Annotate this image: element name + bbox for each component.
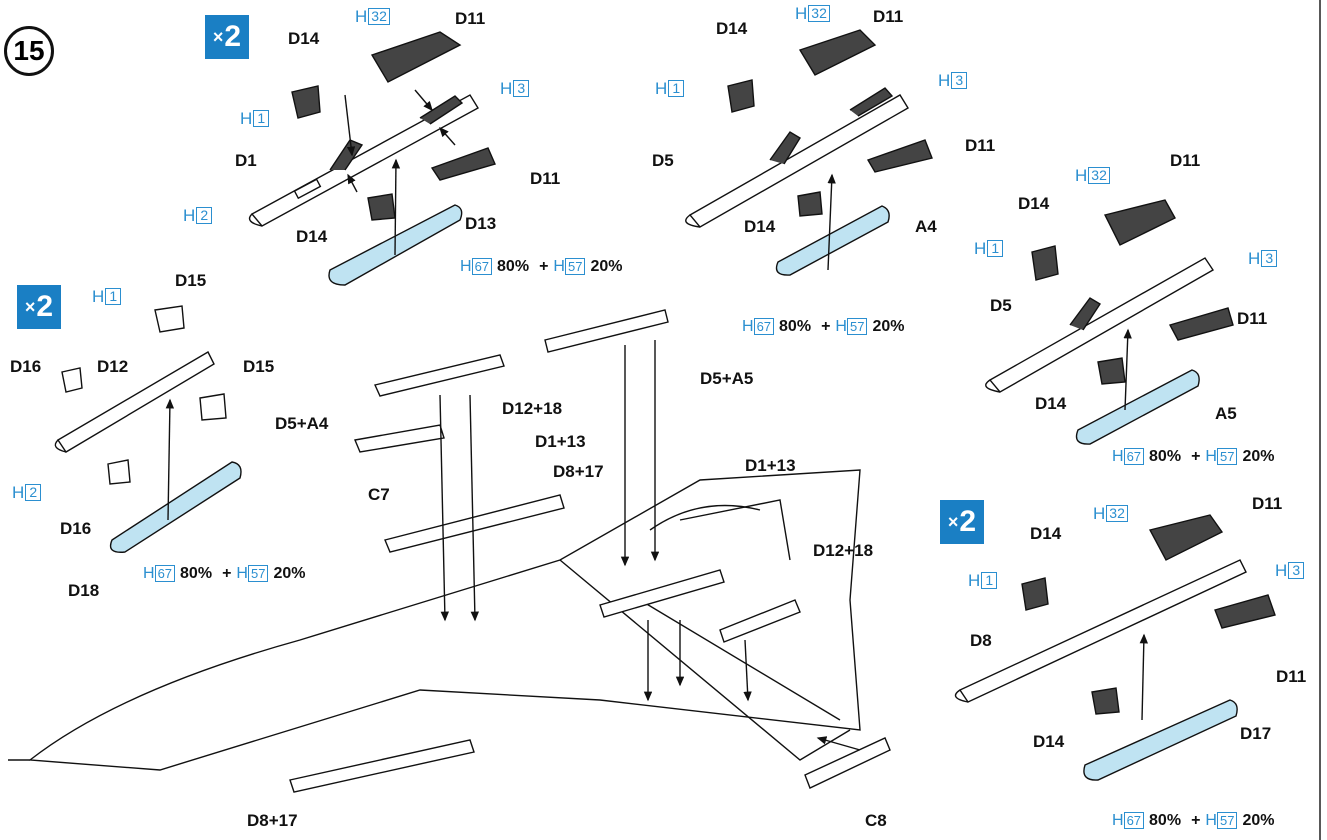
label-d5: D5 — [652, 151, 674, 170]
fins-d12 — [61, 305, 227, 485]
label-d5: D5 — [990, 296, 1012, 315]
label-d11: D11 — [965, 136, 996, 155]
label-d14: D14 — [288, 29, 320, 48]
label-d14: D14 — [1035, 394, 1067, 413]
label-d1-13: D1+13 — [745, 456, 796, 475]
label-d14: D14 — [1018, 194, 1050, 213]
label-d11: D11 — [530, 169, 561, 188]
label-d8-17: D8+17 — [247, 811, 298, 830]
label-c7: C7 — [368, 485, 390, 504]
label-d11: D11 — [1237, 309, 1268, 328]
step-number: 15 — [4, 26, 54, 76]
missile-d5-a5 — [985, 257, 1214, 393]
label-d11: D11 — [455, 9, 486, 28]
fins-d8 — [1021, 514, 1276, 715]
pylon-d18 — [109, 461, 242, 553]
label-d5-a4: D5+A4 — [275, 414, 329, 433]
missiles-on-wing — [289, 309, 891, 793]
label-a4: A4 — [915, 217, 937, 236]
fin-d14-top — [291, 85, 321, 119]
label-d14: D14 — [296, 227, 328, 246]
label-d11: D11 — [873, 7, 904, 26]
label-d1: D1 — [235, 151, 257, 170]
quantity-badge-top: ×2 — [205, 15, 249, 59]
missile-d5-a4 — [685, 87, 909, 228]
label-c8: C8 — [865, 811, 887, 830]
fin-d14-bottom — [367, 193, 396, 221]
label-a5: A5 — [1215, 404, 1237, 423]
fin-d11-top1 — [370, 31, 462, 83]
fins-d5-a5 — [1031, 199, 1234, 385]
aircraft-wing — [8, 469, 861, 771]
label-d11: D11 — [1170, 151, 1201, 170]
quantity-badge-left: ×2 — [17, 285, 61, 329]
label-d13: D13 — [465, 214, 497, 233]
label-d14: D14 — [744, 217, 776, 236]
missile-d1 — [248, 94, 479, 227]
label-d12-18: D12+18 — [502, 399, 563, 418]
label-d14: D14 — [716, 19, 748, 38]
pylon-a4 — [775, 205, 890, 276]
label-d16: D16 — [60, 519, 92, 538]
label-d5-a5: D5+A5 — [700, 369, 754, 388]
label-d14: D14 — [1033, 732, 1065, 751]
label-d8: D8 — [970, 631, 992, 650]
label-d12-18: D12+18 — [813, 541, 874, 560]
label-d16: D16 — [10, 357, 42, 376]
pylon-a5 — [1075, 369, 1200, 445]
label-d8-17: D8+17 — [553, 462, 604, 481]
pylon-d17 — [1083, 699, 1238, 781]
label-d11: D11 — [1252, 494, 1283, 513]
fin-d11-top2 — [430, 147, 496, 181]
label-d15: D15 — [243, 357, 275, 376]
label-d15: D15 — [175, 271, 207, 290]
missile-d12 — [54, 351, 215, 453]
label-d18: D18 — [68, 581, 100, 600]
label-d17: D17 — [1240, 724, 1272, 743]
label-d1-13: D1+13 — [535, 432, 586, 451]
label-d11: D11 — [1276, 667, 1307, 686]
fins-d5-group — [727, 29, 933, 217]
quantity-badge-lower-right: ×2 — [940, 500, 984, 544]
label-d12: D12 — [97, 357, 129, 376]
label-d14: D14 — [1030, 524, 1062, 543]
missile-d8 — [954, 559, 1247, 703]
